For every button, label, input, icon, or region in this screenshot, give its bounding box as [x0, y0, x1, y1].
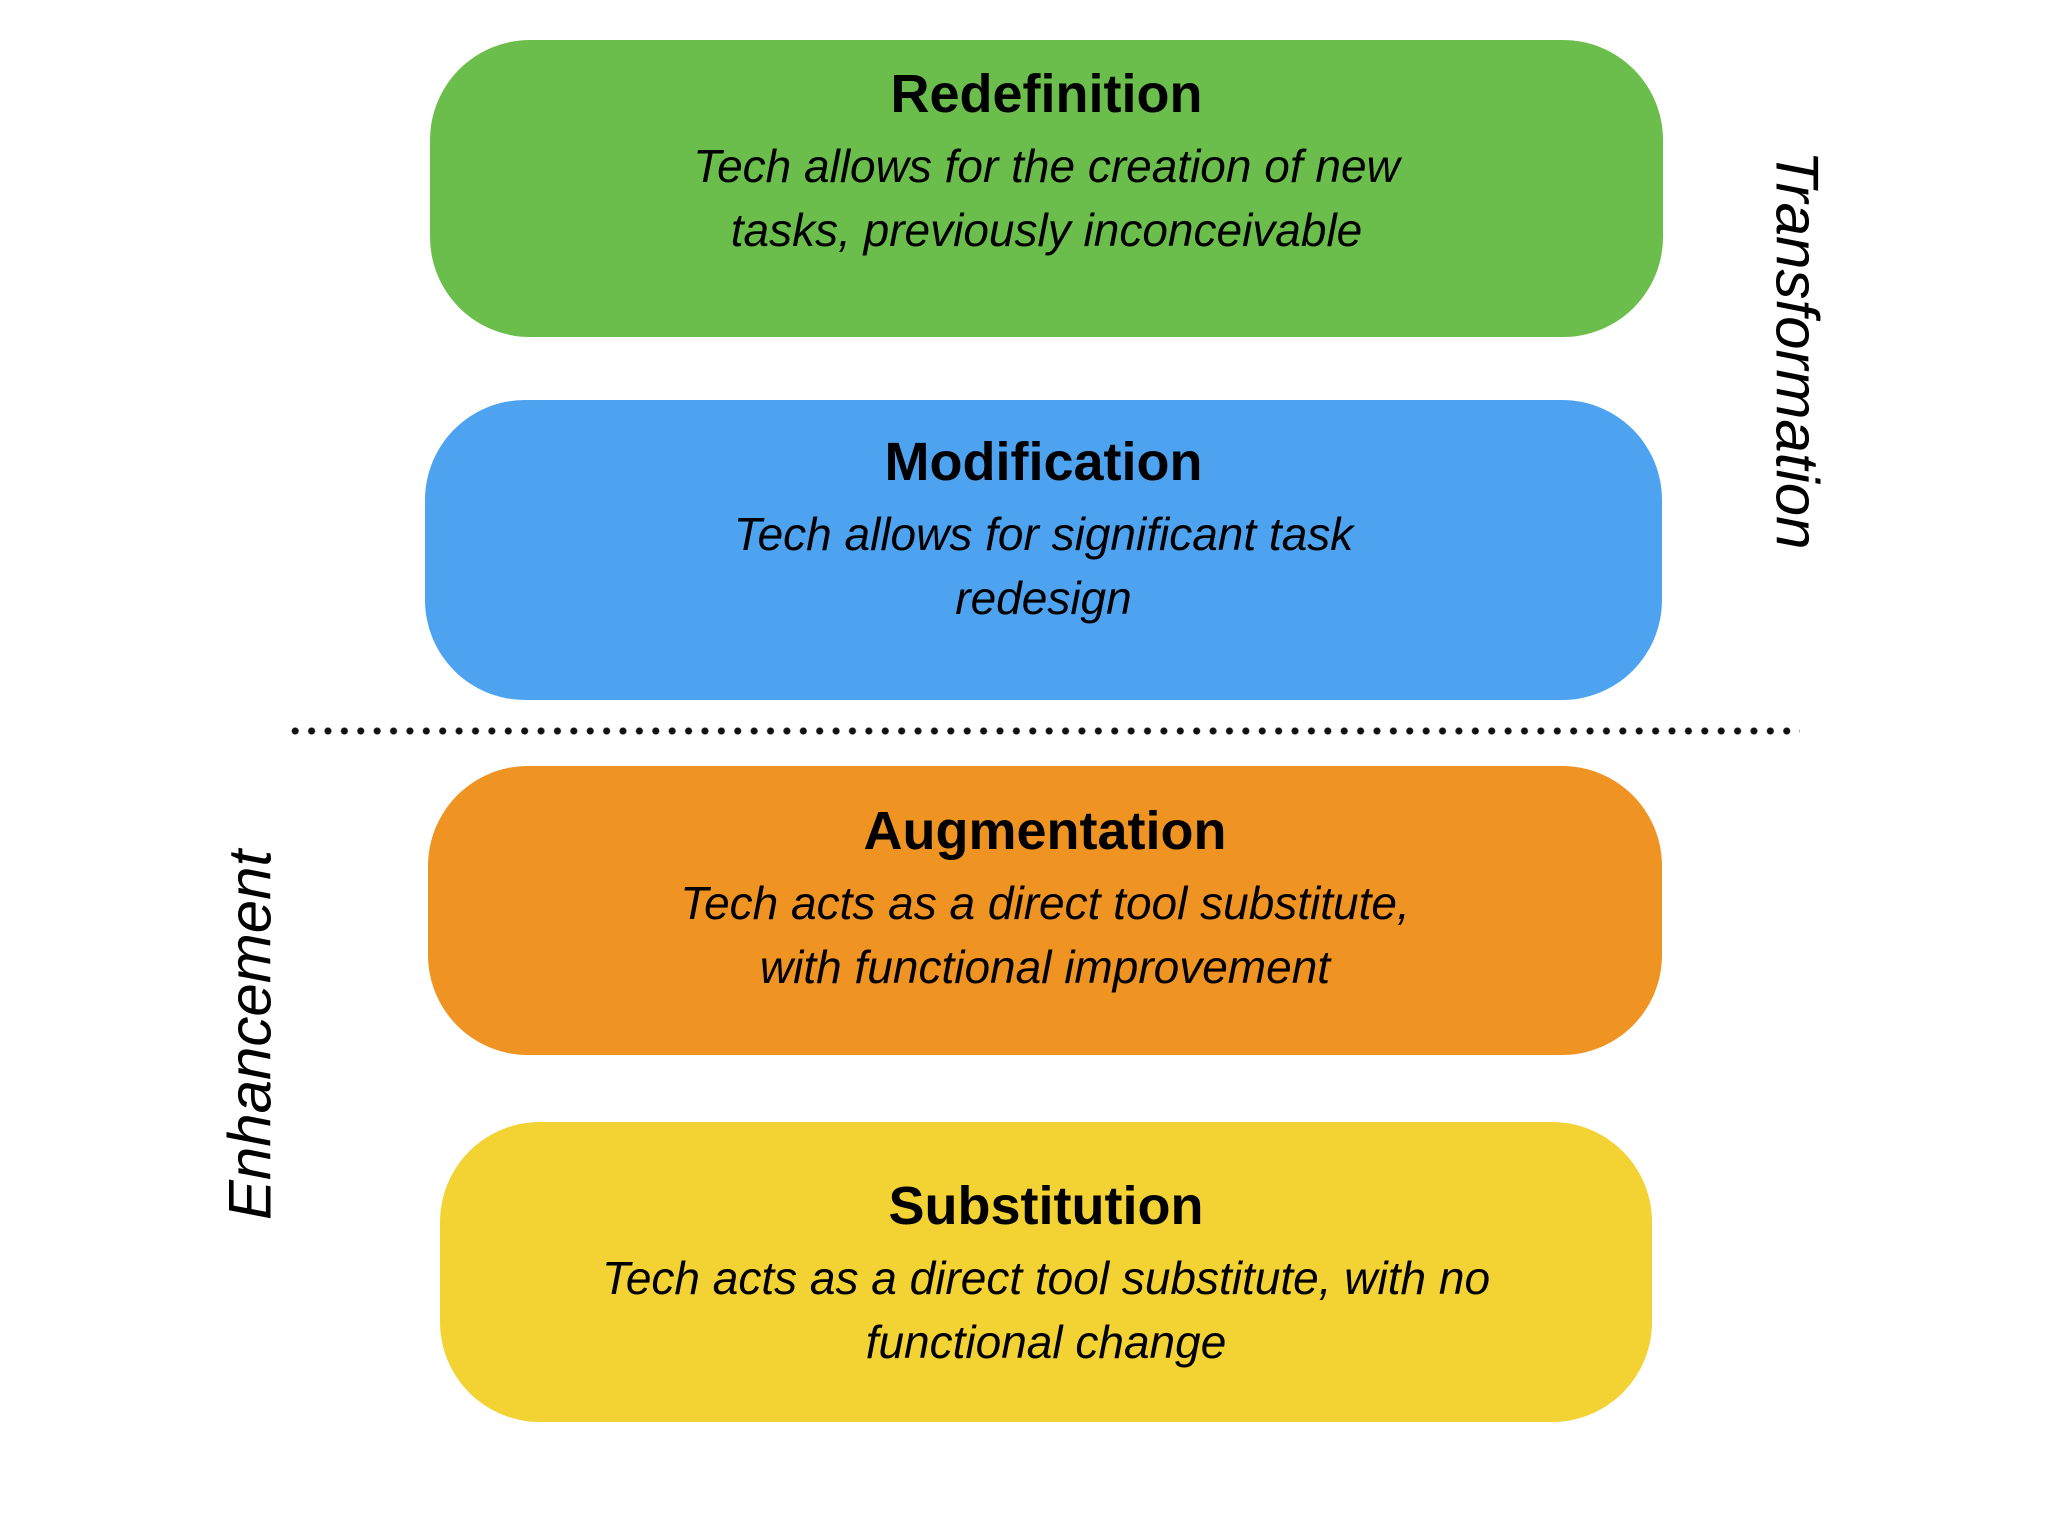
level-description-line: Tech allows for the creation of new [693, 140, 1400, 192]
level-title: Substitution [888, 1176, 1204, 1236]
level-description: Tech allows for significant task redesig… [425, 502, 1662, 630]
transformation-enhancement-divider [287, 724, 1800, 738]
level-title: Augmentation [863, 801, 1227, 861]
level-card-modification: Modification Tech allows for significant… [425, 400, 1662, 700]
level-description-line: with functional improvement [759, 941, 1331, 993]
level-card-augmentation: Augmentation Tech acts as a direct tool … [428, 766, 1662, 1055]
transformation-label: Transformation [1763, 150, 1831, 550]
level-description-line: Tech acts as a direct tool substitute, [680, 877, 1410, 929]
level-description: Tech allows for the creation of new task… [430, 134, 1663, 262]
level-description: Tech acts as a direct tool substitute, w… [428, 871, 1662, 999]
level-description: Tech acts as a direct tool substitute, w… [440, 1246, 1652, 1374]
level-card-substitution: Substitution Tech acts as a direct tool … [440, 1122, 1652, 1422]
level-title: Modification [884, 432, 1203, 492]
level-title: Redefinition [890, 64, 1203, 124]
level-description-line: tasks, previously inconceivable [730, 204, 1363, 256]
enhancement-label: Enhancement [216, 849, 284, 1221]
level-description-line: Tech allows for significant task [733, 508, 1354, 560]
level-card-redefinition: Redefinition Tech allows for the creatio… [430, 40, 1663, 337]
level-description-line: redesign [955, 572, 1132, 624]
level-description-line: functional change [865, 1316, 1227, 1368]
level-description-line: Tech acts as a direct tool substitute, w… [601, 1252, 1491, 1304]
